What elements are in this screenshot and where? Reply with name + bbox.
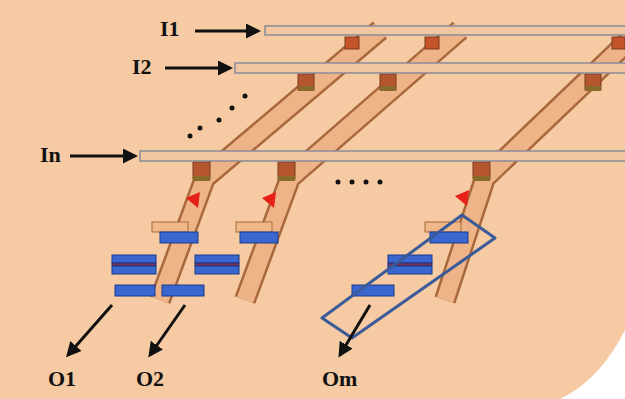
input-label: I2 — [132, 56, 152, 78]
output-arrows — [68, 305, 370, 355]
input-label: I1 — [160, 18, 180, 40]
input-label: In — [40, 144, 61, 166]
highlight-box — [322, 215, 495, 338]
input-arrows — [70, 31, 258, 156]
junction-bases — [193, 86, 601, 181]
ellipsis-dots — [188, 94, 383, 185]
output-label: O2 — [136, 368, 164, 390]
output-columns — [160, 30, 625, 300]
output-label: O1 — [48, 368, 76, 390]
page-corner — [560, 330, 625, 399]
output-label: Om — [322, 368, 357, 390]
output-stacks — [112, 222, 468, 296]
diode-triangles — [186, 190, 469, 208]
input-bars — [140, 26, 625, 161]
